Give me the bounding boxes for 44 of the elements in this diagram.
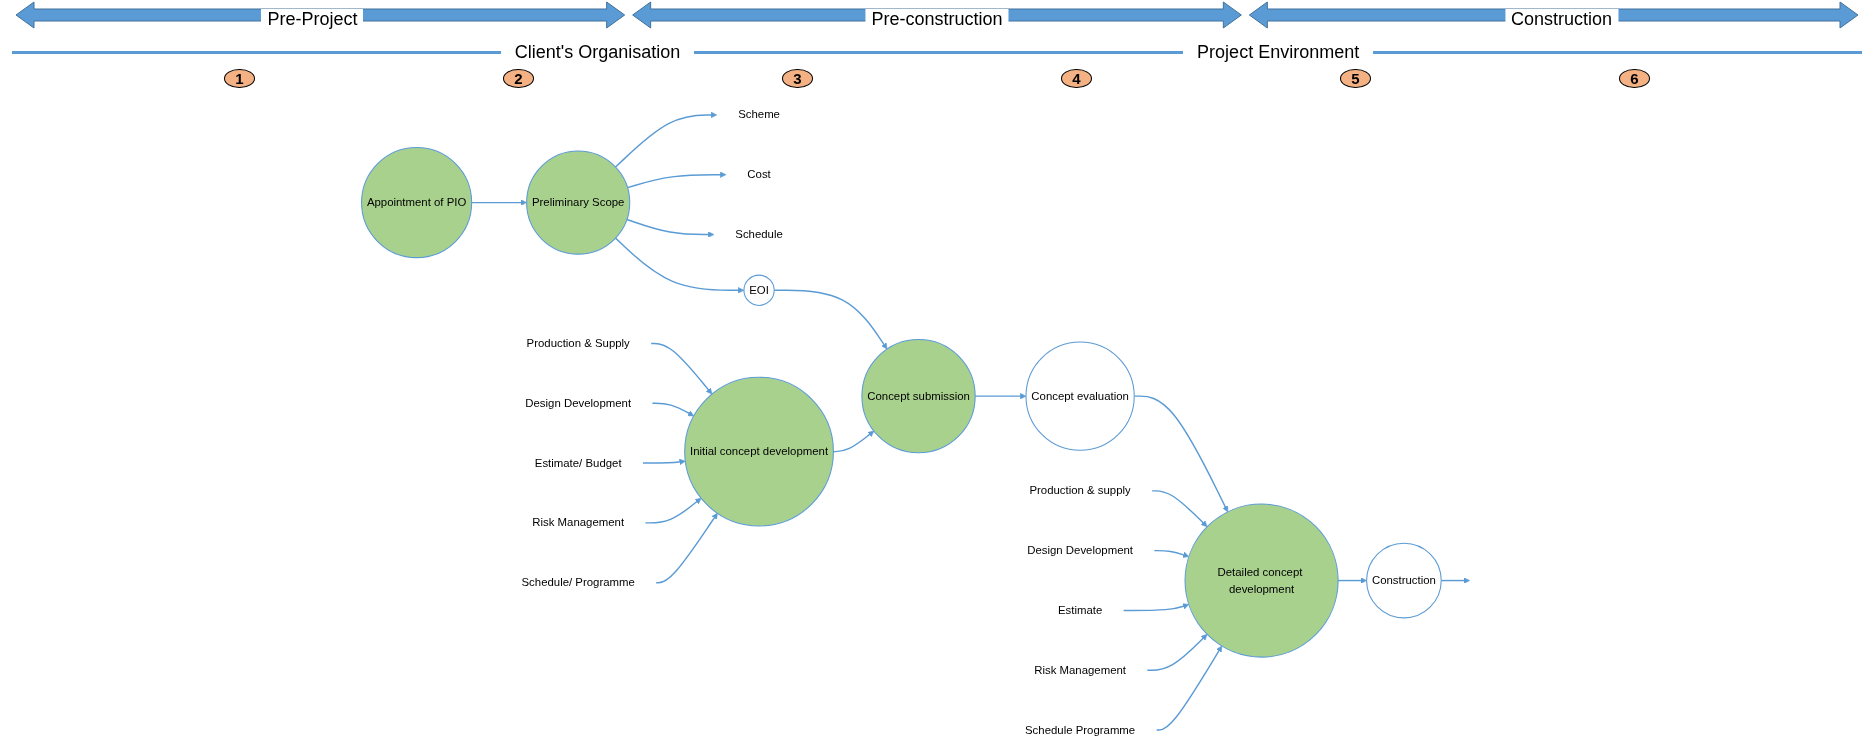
node-circle: Appointment of PIO [361,147,473,259]
scope-label: Client's Organisation [514,42,681,63]
arrow [644,497,702,524]
arrow [642,458,686,465]
node-text: Risk Management [1034,663,1127,676]
arrow [1153,549,1190,558]
node-text: Scheme [738,108,780,121]
node-circle: EOI [743,274,775,306]
callout-number: 5 [1340,69,1371,88]
arrow [626,171,727,189]
arrow [651,402,695,417]
callout-number: 6 [1619,69,1650,88]
node-circle: Initial concept development [684,376,834,527]
arrow [614,237,745,294]
arrow [1151,490,1208,528]
arrow [1122,603,1190,612]
node-text: Estimate [1057,604,1103,617]
arrow [626,218,715,238]
phase-label: Pre-Project [261,8,364,30]
node-text: Schedule [735,228,783,241]
scope-label: Project Environment [1197,42,1360,63]
node-text: Schedule Programme [1025,723,1136,736]
arrow [655,512,718,584]
node-text: Production & Supply [526,337,630,350]
callout-number: 2 [503,69,534,88]
callout-number: 1 [224,69,255,88]
node-text: Production & supply [1029,484,1131,497]
node-circle: Detailed concept development [1184,503,1339,658]
node-text: Cost [747,168,771,181]
node-text: Estimate/ Budget [534,456,622,469]
callout-number: 4 [1061,69,1092,88]
arrow [650,342,713,395]
arrow [614,111,718,168]
node-circle: Preliminary Scope [526,150,631,255]
node-circle: Construction [1366,542,1442,619]
callout-number: 3 [782,69,813,88]
node-text: Risk Management [532,516,625,529]
node-text: Schedule/ Programme [521,576,635,589]
node-circle: Concept submission [861,339,976,454]
arrow [1146,634,1208,671]
node-text: Design Development [525,396,632,409]
node-text: Design Development [1027,544,1133,557]
arrow [1155,645,1223,731]
node-circle: Concept evaluation [1025,341,1135,451]
